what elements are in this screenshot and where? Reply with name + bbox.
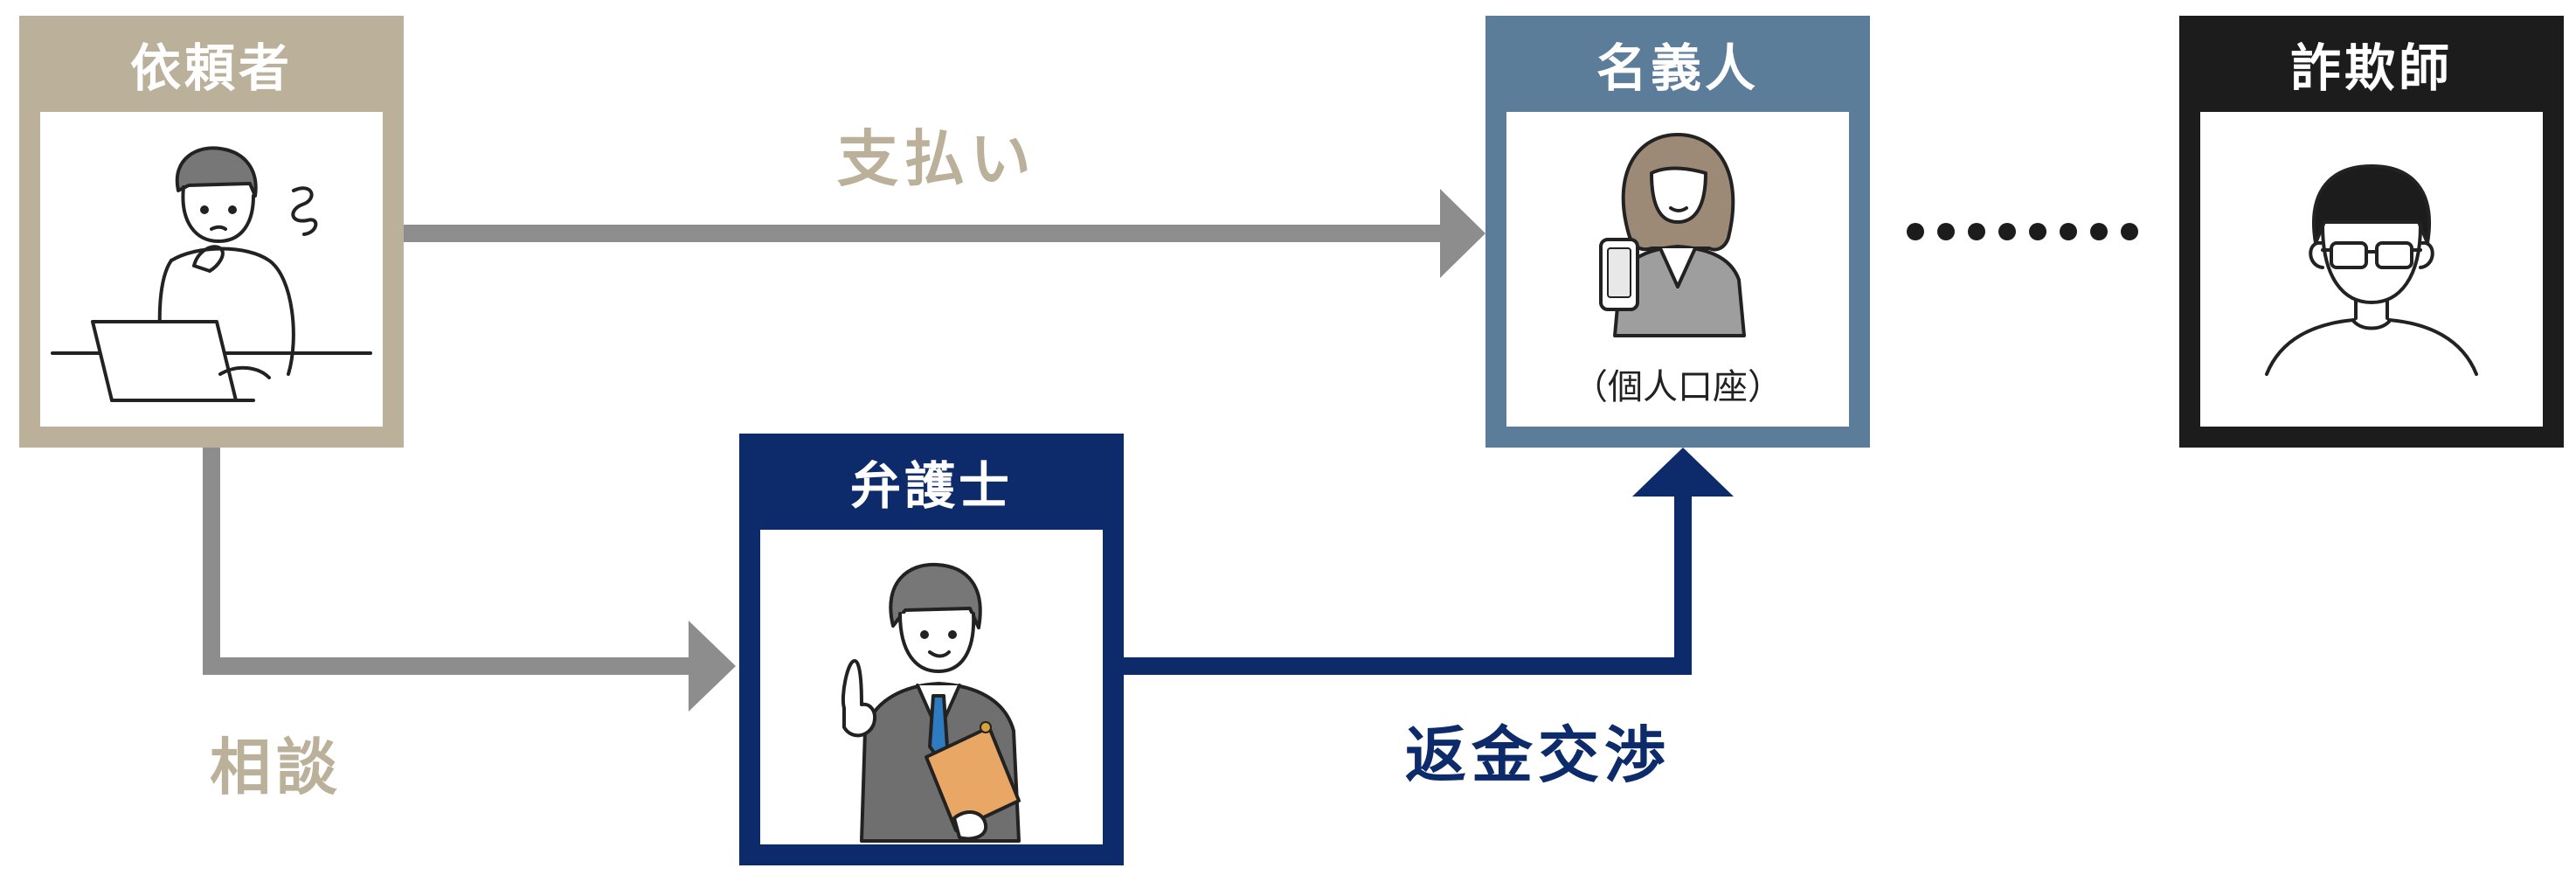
- lawyer-panel: [760, 530, 1103, 844]
- nominee-account-note: （個人口座）: [1573, 367, 1783, 407]
- refund-label: 返金交渉: [1405, 719, 1671, 791]
- client-node: 依頼者: [19, 16, 404, 448]
- nominee-node: 名義人 （個人口座）: [1485, 16, 1870, 448]
- man-with-glasses-icon: [2265, 164, 2478, 376]
- refund-arrow: [1122, 448, 1734, 675]
- payment-arrow: [404, 189, 1485, 278]
- consult-label: 相談: [210, 732, 343, 803]
- worried-person-laptop-icon: [51, 146, 372, 402]
- dotted-link: [1907, 223, 2138, 240]
- lawyer-in-suit-icon: [841, 562, 1021, 843]
- fraudster-title: 詐欺師: [2289, 38, 2453, 98]
- client-title: 依頼者: [129, 38, 293, 98]
- fraudster-node: 詐欺師: [2179, 16, 2564, 448]
- lawyer-node: 弁護士: [739, 434, 1124, 865]
- fraudster-panel: [2200, 112, 2543, 427]
- lawyer-title: 弁護士: [849, 456, 1013, 516]
- nominee-title: 名義人: [1596, 38, 1759, 98]
- payment-label: 支払い: [837, 123, 1036, 195]
- consult-arrow: [203, 448, 736, 712]
- nominee-panel: （個人口座）: [1506, 112, 1849, 427]
- woman-with-phone-icon: [1599, 133, 1746, 337]
- client-panel: [40, 112, 383, 427]
